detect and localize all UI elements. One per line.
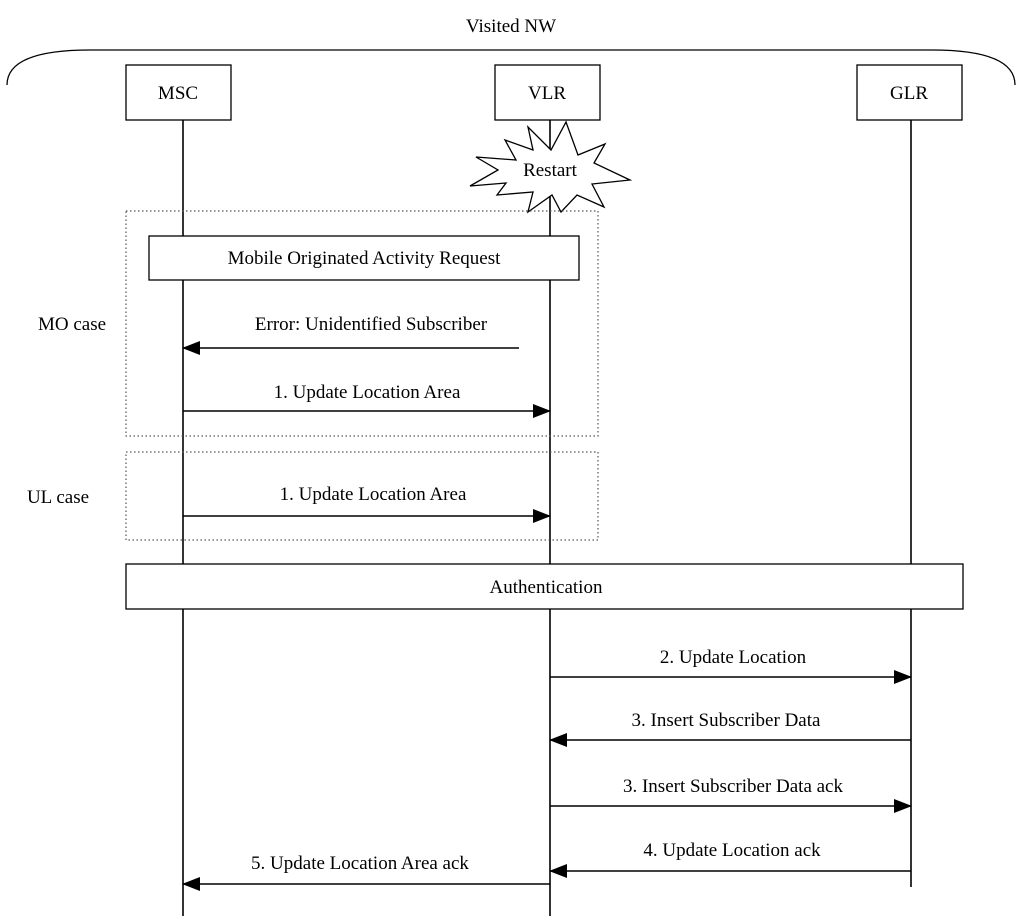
vlr-label: VLR (528, 83, 566, 104)
glr-entity: GLR (856, 64, 963, 121)
msg-ul-update-location-area-label: 1. Update Location Area (280, 484, 467, 505)
mo-case-frame (125, 210, 599, 437)
msg-mo-update-location-area-label: 1. Update Location Area (274, 382, 461, 403)
mo-case-label: MO case (38, 314, 106, 335)
msg-error-unidentified-subscriber-label: Error: Unidentified Subscriber (255, 314, 488, 335)
msg-update-location: 2. Update Location (550, 647, 912, 684)
restart-label: Restart (523, 160, 578, 181)
msg-insert-subscriber-data-ack: 3. Insert Subscriber Data ack (550, 776, 912, 813)
msc-label: MSC (158, 83, 198, 104)
restart-starburst: Restart (469, 120, 633, 214)
authentication-bar: Authentication (125, 563, 964, 610)
msg-insert-subscriber-data: 3. Insert Subscriber Data (549, 710, 911, 747)
vlr-entity: VLR (494, 64, 601, 121)
ul-case-label: UL case (27, 487, 89, 508)
msg-error-unidentified-subscriber: Error: Unidentified Subscriber (182, 314, 519, 355)
authentication-label: Authentication (490, 577, 603, 598)
msg-insert-subscriber-data-ack-label: 3. Insert Subscriber Data ack (623, 776, 844, 797)
network-title: Visited NW (466, 16, 556, 37)
msg-update-location-area-ack: 5. Update Location Area ack (182, 853, 550, 891)
msg-update-location-ack: 4. Update Location ack (549, 840, 911, 878)
msc-entity: MSC (125, 64, 232, 121)
glr-label: GLR (890, 83, 928, 104)
msg-update-location-label: 2. Update Location (660, 647, 807, 668)
msg-ul-update-location-area: 1. Update Location Area (183, 484, 551, 523)
msg-update-location-ack-label: 4. Update Location ack (643, 840, 821, 861)
ul-case-frame (125, 451, 599, 541)
network-bracket (6, 49, 1016, 86)
msg-insert-subscriber-data-label: 3. Insert Subscriber Data (632, 710, 821, 731)
msg-update-location-area-ack-label: 5. Update Location Area ack (251, 853, 469, 874)
mo-activity-request: Mobile Originated Activity Request (148, 235, 580, 281)
msg-mo-update-location-area: 1. Update Location Area (183, 382, 551, 418)
mo-activity-request-label: Mobile Originated Activity Request (228, 248, 502, 269)
